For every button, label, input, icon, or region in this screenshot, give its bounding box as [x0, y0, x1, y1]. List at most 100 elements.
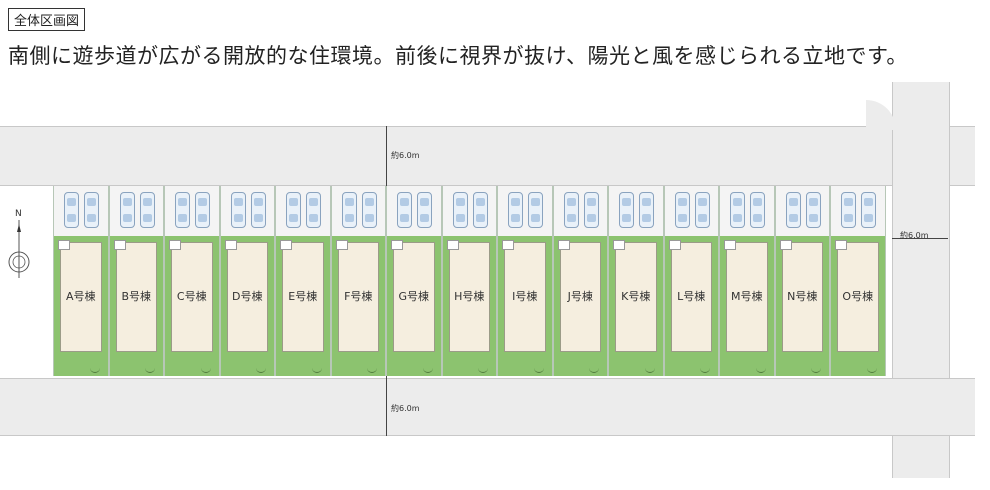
car-icon — [730, 192, 745, 228]
lot-4: D号棟 — [219, 186, 275, 376]
car-icon — [64, 192, 79, 228]
north-road-width: 約6.0m — [391, 151, 420, 160]
north-road — [0, 126, 975, 186]
car-icon — [785, 192, 801, 228]
car-icon — [286, 192, 301, 228]
house-footprint — [60, 242, 102, 352]
lot-label: H号棟 — [454, 290, 485, 303]
house-footprint — [226, 242, 268, 352]
lot-15: O号棟 — [830, 186, 886, 376]
car-icon — [139, 192, 155, 228]
lot-label: B号棟 — [121, 290, 152, 303]
parking-area — [54, 186, 108, 237]
car-icon — [583, 192, 599, 228]
shrub-icon — [866, 368, 877, 373]
car-icon — [230, 192, 246, 228]
south-road-width: 約6.0m — [391, 404, 420, 413]
lot-label: G号棟 — [398, 290, 430, 303]
porch — [391, 240, 403, 250]
compass-icon: N — [8, 209, 30, 278]
parking-area — [553, 186, 607, 237]
car-icon — [619, 192, 634, 228]
parking-area — [609, 186, 663, 237]
compass-north-label: N — [15, 209, 22, 219]
shrub-icon — [89, 368, 100, 373]
porch — [779, 240, 792, 250]
porch — [557, 240, 570, 250]
car-icon — [750, 192, 765, 228]
shrub-icon — [367, 368, 377, 373]
shrub-icon — [644, 368, 655, 373]
car-icon — [528, 192, 543, 228]
lot-9: I号棟 — [497, 186, 553, 376]
parking-area — [220, 186, 274, 237]
porch — [668, 240, 681, 250]
car-icon — [841, 192, 856, 228]
house-footprint — [615, 242, 657, 352]
parking-area — [442, 186, 496, 237]
lot-5: E号棟 — [275, 186, 331, 376]
lot-3: C号棟 — [164, 186, 220, 376]
house-footprint — [337, 242, 379, 352]
porch — [280, 240, 292, 250]
porch — [835, 240, 847, 250]
lot-label: N号棟 — [787, 290, 818, 303]
shrub-icon — [811, 368, 821, 373]
car-icon — [341, 192, 357, 228]
lot-14: N号棟 — [774, 186, 830, 376]
lot-1: A号棟 — [53, 186, 109, 376]
car-icon — [639, 192, 654, 228]
house-footprint — [726, 242, 768, 352]
car-icon — [472, 192, 488, 228]
parking-area — [831, 186, 885, 237]
car-icon — [674, 192, 690, 228]
south-road-dimension-line — [386, 376, 387, 436]
house-footprint — [781, 242, 823, 352]
lot-2: B号棟 — [108, 186, 164, 376]
north-road-dimension-line — [386, 126, 387, 186]
house-footprint — [837, 242, 879, 352]
house-footprint — [393, 242, 435, 352]
house-footprint — [504, 242, 546, 352]
parking-area — [276, 186, 330, 237]
car-icon — [361, 192, 377, 228]
lot-6: F号棟 — [330, 186, 386, 376]
lot-11: K号棟 — [608, 186, 664, 376]
house-footprint — [282, 242, 324, 352]
parking-area — [387, 186, 441, 237]
car-icon — [306, 192, 321, 228]
car-icon — [563, 192, 579, 228]
car-icon — [250, 192, 266, 228]
lot-8: H号棟 — [441, 186, 497, 376]
east-road-width: 約6.0m — [900, 231, 929, 240]
east-road-dimension-line — [892, 238, 948, 239]
lot-label: A号棟 — [65, 290, 96, 303]
shrub-icon — [256, 368, 266, 373]
lot-12: L号棟 — [663, 186, 719, 376]
parking-area — [331, 186, 385, 237]
porch — [502, 240, 514, 250]
shrub-icon — [422, 368, 433, 373]
parking-area — [775, 186, 829, 237]
porch — [335, 240, 348, 250]
lot-10: J号棟 — [552, 186, 608, 376]
headline: 南側に遊歩道が広がる開放的な住環境。前後に視界が抜け、陽光と風を感じられる立地で… — [8, 44, 908, 68]
south-road — [0, 378, 975, 436]
lot-7: G号棟 — [386, 186, 442, 376]
shrub-icon — [589, 368, 599, 373]
lot-13: M号棟 — [719, 186, 775, 376]
lot-label: O号棟 — [842, 290, 874, 303]
lot-label: K号棟 — [621, 290, 651, 303]
car-icon — [84, 192, 99, 228]
porch — [446, 240, 459, 250]
car-icon — [195, 192, 210, 228]
shrub-icon — [755, 368, 766, 373]
parking-area — [664, 186, 718, 237]
lot-label: L号棟 — [677, 290, 706, 303]
car-icon — [694, 192, 710, 228]
shrub-icon — [700, 368, 710, 373]
car-icon — [861, 192, 876, 228]
house-footprint — [559, 242, 601, 352]
lot-label: E号棟 — [288, 290, 318, 303]
house-footprint — [448, 242, 490, 352]
